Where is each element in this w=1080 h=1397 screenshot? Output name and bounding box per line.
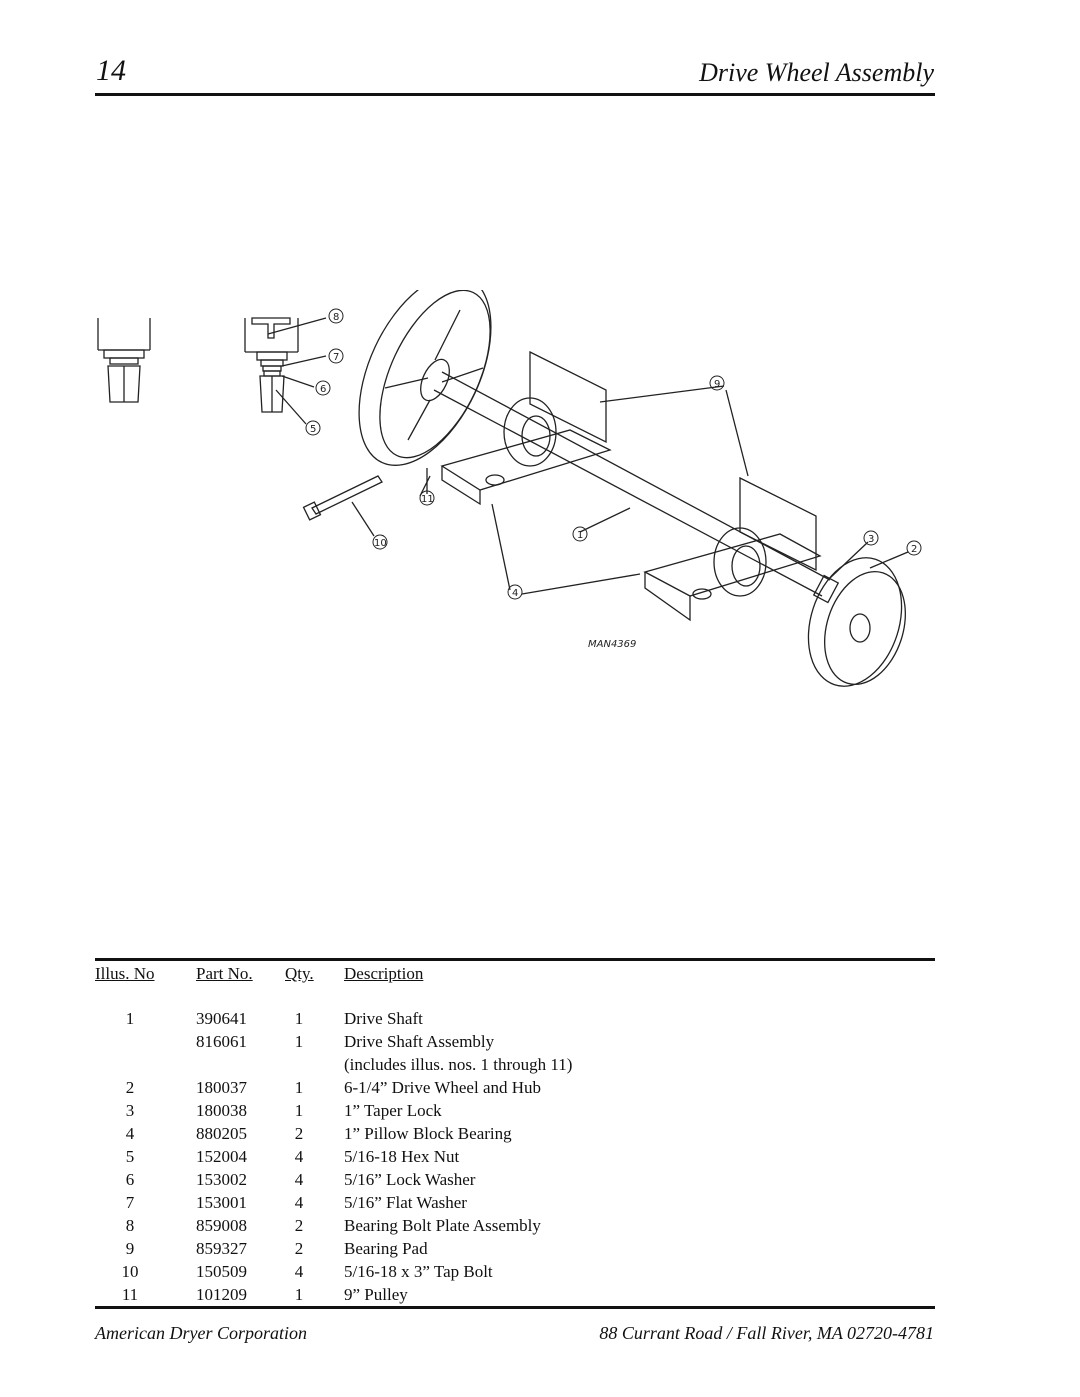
table-row: 11 101209 1 9” Pulley [95, 1283, 935, 1306]
table-header-row: Illus. No Part No. Qty. Description [95, 962, 935, 985]
description-cell: 5/16-18 x 3” Tap Bolt [344, 1262, 493, 1281]
illus-cell: 6 [125, 1170, 135, 1189]
table-row: 8 859008 2 Bearing Bolt Plate Assembly [95, 1214, 935, 1237]
svg-text:7: 7 [333, 352, 339, 363]
illus-cell: 7 [125, 1193, 135, 1212]
qty-cell: 2 [294, 1124, 304, 1143]
bearing-front [643, 476, 822, 622]
bolt-detail-small [97, 318, 151, 403]
table-row: 6 153002 4 5/16” Lock Washer [95, 1168, 935, 1191]
illus-cell: 9 [125, 1239, 135, 1258]
qty-cell: 1 [294, 1032, 304, 1051]
description-cell: 6-1/4” Drive Wheel and Hub [344, 1078, 542, 1097]
pulley-part [358, 290, 492, 494]
table-row: 9 859327 2 Bearing Pad [95, 1237, 935, 1260]
drawing-id: MAN4369 [588, 639, 636, 650]
svg-text:4: 4 [512, 588, 518, 599]
table-row: 7 153001 4 5/16” Flat Washer [95, 1191, 935, 1214]
bearing-rear [440, 350, 612, 506]
illus-cell: 5 [125, 1147, 135, 1166]
svg-text:1: 1 [577, 530, 583, 541]
table-row: 4 880205 2 1” Pillow Block Bearing [95, 1122, 935, 1145]
parts-table: Illus. No Part No. Qty. Description 1 390… [95, 962, 935, 1306]
description-cell: (includes illus. nos. 1 through 11) [344, 1055, 573, 1074]
part-no-cell: 816061 [196, 1032, 247, 1051]
svg-text:10: 10 [374, 538, 387, 549]
svg-text:3: 3 [868, 534, 874, 545]
svg-text:2: 2 [911, 544, 917, 555]
qty-cell: 1 [294, 1009, 304, 1028]
illus-header: Illus. No [95, 964, 155, 983]
illus-cell: 4 [125, 1124, 135, 1143]
header-rule [95, 93, 935, 96]
qty-header: Qty. [285, 964, 314, 983]
part-no-cell: 153002 [196, 1170, 247, 1189]
illus-cell: 8 [125, 1216, 135, 1235]
qty-cell: 1 [294, 1101, 304, 1120]
part-no-cell: 153001 [196, 1193, 247, 1212]
footer-address: 88 Currant Road / Fall River, MA 02720-4… [599, 1323, 934, 1343]
description-cell: 5/16-18 Hex Nut [344, 1147, 460, 1166]
tap-bolt-part [302, 475, 383, 521]
table-row: 3 180038 1 1” Taper Lock [95, 1099, 935, 1122]
table-row: 1 390641 1 Drive Shaft [95, 1007, 935, 1030]
illus-cell: 10 [121, 1262, 139, 1281]
footer-rule [95, 1306, 935, 1309]
part-header: Part No. [196, 964, 253, 983]
description-cell: Bearing Bolt Plate Assembly [344, 1216, 541, 1235]
part-no-cell: 859327 [196, 1239, 247, 1258]
footer-company: American Dryer Corporation [95, 1323, 307, 1343]
qty-cell: 2 [294, 1239, 304, 1258]
illus-cell: 3 [125, 1101, 135, 1120]
description-cell: 9” Pulley [344, 1285, 408, 1304]
qty-cell: 4 [294, 1147, 304, 1166]
table-row: 2 180037 1 6-1/4” Drive Wheel and Hub [95, 1076, 935, 1099]
qty-cell: 1 [294, 1078, 304, 1097]
part-no-cell: 150509 [196, 1262, 247, 1281]
illus-cell: 11 [121, 1285, 139, 1304]
svg-text:9: 9 [714, 379, 720, 390]
illus-cell: 1 [125, 1009, 135, 1028]
qty-cell: 4 [294, 1170, 304, 1189]
table-top-rule [95, 958, 935, 961]
qty-cell: 1 [294, 1285, 304, 1304]
desc-header: Description [344, 964, 424, 983]
table-row: (includes illus. nos. 1 through 11) [95, 1053, 935, 1076]
description-cell: Drive Shaft Assembly [344, 1032, 495, 1051]
description-cell: 1” Taper Lock [344, 1101, 442, 1120]
table-row: 816061 1 Drive Shaft Assembly [95, 1030, 935, 1053]
svg-text:6: 6 [320, 384, 326, 395]
description-cell: 1” Pillow Block Bearing [344, 1124, 512, 1143]
drive-shaft-part [433, 371, 831, 597]
description-cell: Bearing Pad [344, 1239, 428, 1258]
part-no-cell: 180038 [196, 1101, 247, 1120]
description-cell: 5/16” Flat Washer [344, 1193, 467, 1212]
drive-wheel-part [807, 557, 906, 687]
description-cell: 5/16” Lock Washer [344, 1170, 476, 1189]
svg-text:8: 8 [333, 312, 339, 323]
table-row: 5 152004 4 5/16-18 Hex Nut [95, 1145, 935, 1168]
table-row: 10 150509 4 5/16-18 x 3” Tap Bolt [95, 1260, 935, 1283]
qty-cell: 4 [294, 1262, 304, 1281]
part-no-cell: 859008 [196, 1216, 247, 1235]
svg-text:5: 5 [310, 424, 316, 435]
drive-wheel-assembly-diagram: 8 7 6 5 9 11 10 1 4 3 2 MAN4369 [97, 290, 922, 687]
part-no-cell: 390641 [196, 1009, 247, 1028]
svg-text:11: 11 [421, 494, 434, 505]
part-no-cell: 101209 [196, 1285, 247, 1304]
page-title: Drive Wheel Assembly [699, 58, 934, 87]
illus-cell: 2 [125, 1078, 135, 1097]
qty-cell: 2 [294, 1216, 304, 1235]
part-no-cell: 180037 [196, 1078, 247, 1097]
part-no-cell: 152004 [196, 1147, 247, 1166]
qty-cell: 4 [294, 1193, 304, 1212]
bolt-stack-detail [244, 317, 327, 425]
description-cell: Drive Shaft [344, 1009, 423, 1028]
page-number: 14 [96, 54, 126, 87]
part-no-cell: 880205 [196, 1124, 247, 1143]
